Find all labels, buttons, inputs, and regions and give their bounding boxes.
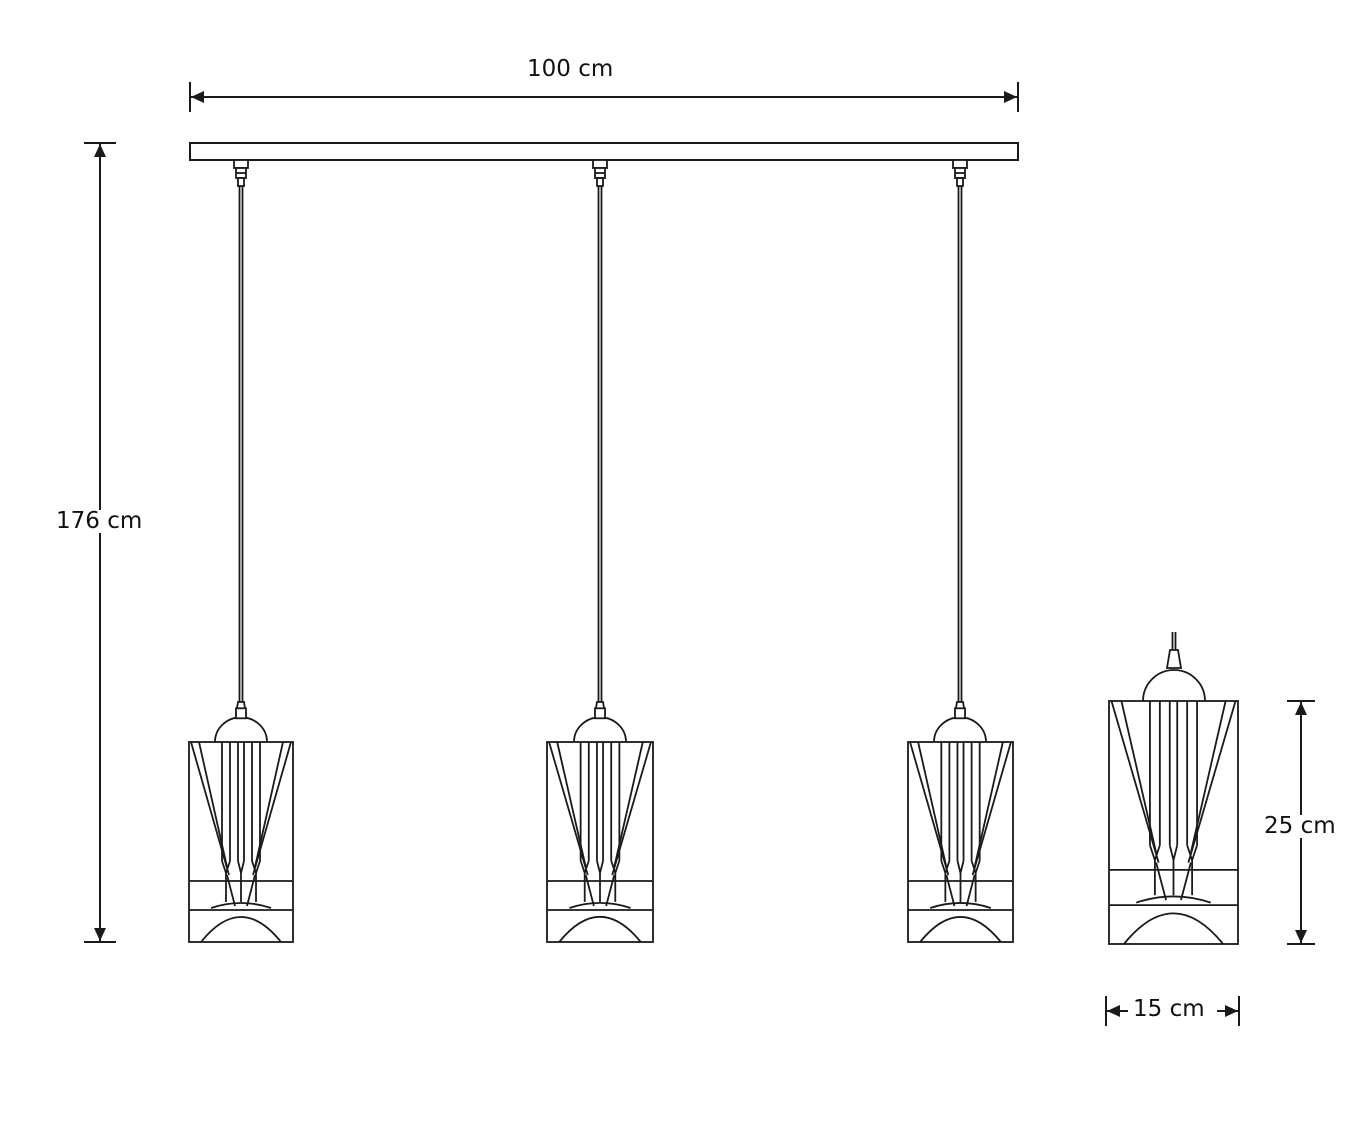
shade-outline [188, 741, 294, 943]
cord-grip-top [592, 159, 608, 169]
lamp-socket-nut [954, 707, 966, 720]
pendant-lamp-3 [907, 159, 1014, 943]
converge-left [1155, 862, 1167, 901]
arrow-head [1107, 1005, 1120, 1017]
cord-grip-end [956, 177, 964, 187]
ceiling-canopy [189, 142, 1019, 161]
pendant-lamp-1 [188, 159, 294, 943]
total-height-label: 176 cm [52, 510, 147, 533]
shade-bottom-arc [558, 916, 642, 943]
converge-left [945, 874, 956, 907]
canopy-bar [189, 142, 1019, 161]
facet-left-outer [1110, 700, 1160, 863]
converge-right [605, 874, 616, 907]
shade-outline [1108, 700, 1239, 945]
arrow-head [1004, 91, 1017, 103]
shade-outline [907, 741, 1014, 943]
prism-tip [237, 860, 245, 874]
converge-right [246, 874, 256, 907]
facet-left-outer [548, 741, 589, 876]
shade-width-label: 15 cm [1130, 998, 1208, 1021]
lamp-socket-nut [594, 707, 606, 720]
detail-cap-dome [1142, 669, 1206, 702]
prism-tip [1168, 845, 1179, 861]
facet-right-inner [1189, 700, 1227, 853]
facet-right-outer [971, 741, 1012, 876]
arrow-head [94, 928, 106, 941]
facet-right-outer [611, 741, 652, 876]
facet-left-inner [1120, 700, 1158, 853]
converge-right [1180, 862, 1192, 901]
lamp-cap-dome [933, 716, 987, 743]
cord-grip-end [596, 177, 604, 187]
shade-bottom-arc [919, 916, 1002, 943]
facet-right-outer [252, 741, 292, 876]
total-width-label: 100 cm [523, 58, 618, 81]
prism-tip [596, 860, 604, 874]
detail-cord-connector [1165, 649, 1183, 669]
arrow-head [94, 144, 106, 157]
arrow-head [1295, 702, 1307, 715]
arrow-head [1225, 1005, 1238, 1017]
shade-bottom-arc [200, 916, 282, 943]
prism-tip [956, 860, 965, 874]
shade-inner-arc [210, 902, 272, 909]
lamp-cap-dome [573, 716, 627, 743]
shade-outline [546, 741, 654, 943]
facet-right-outer [1187, 700, 1237, 863]
converge-right [965, 874, 976, 907]
shade-inner-arc [929, 902, 992, 909]
arrow-head [1295, 930, 1307, 943]
pendant-lamps [188, 159, 1014, 943]
cord-grip-top [233, 159, 249, 169]
pendant-lamp-2 [546, 159, 654, 943]
cord-grip-top [952, 159, 968, 169]
shade-inner-arc [569, 901, 631, 909]
shade-height-label: 25 cm [1260, 815, 1340, 838]
shade-inner-arc [1136, 895, 1211, 904]
arrow-head [191, 91, 204, 103]
facet-left-outer [909, 741, 950, 876]
cord-grip-end [237, 177, 245, 187]
facet-left-outer [190, 741, 230, 876]
lamp-cap-dome [214, 716, 268, 743]
lamp-socket-nut [235, 707, 247, 720]
shade-detail-view [1108, 632, 1239, 945]
shade-bottom-arc [1123, 912, 1224, 945]
dimension-lines [84, 82, 1315, 1026]
converge-left [226, 874, 236, 907]
converge-left [584, 874, 595, 907]
